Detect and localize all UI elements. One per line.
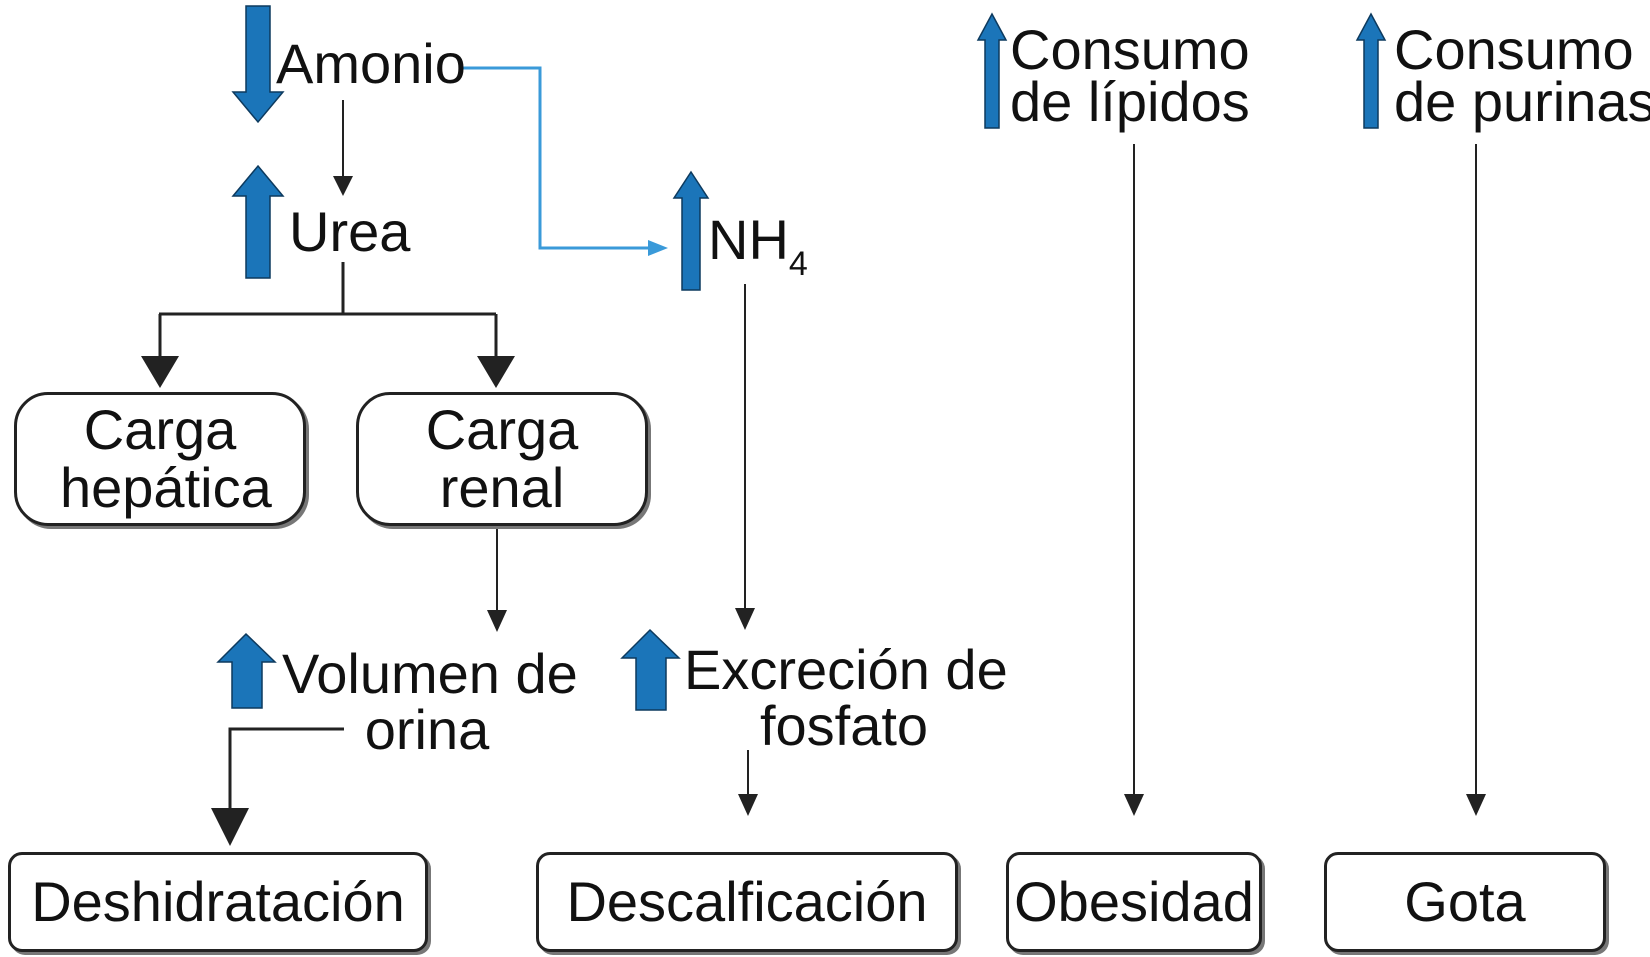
blue-up-arrow-icon <box>231 164 285 279</box>
node-carga-hepatica: Carga hepática <box>14 392 306 526</box>
blue-up-arrow-icon <box>620 628 681 711</box>
link-amonio-to-nh4 <box>462 66 648 250</box>
arrowhead-excrecion-to-descalficacion <box>738 794 758 816</box>
arrowhead-to-carga-renal <box>477 356 515 388</box>
arrowhead-lipidos-to-obesidad <box>1124 794 1144 816</box>
outcome-gota-label: Gota <box>1404 870 1526 933</box>
blue-down-arrow-icon <box>231 5 285 124</box>
blue-up-arrow-icon <box>672 170 710 291</box>
outcome-deshidratacion-label: Deshidratación <box>31 870 405 933</box>
label-nh4: NH4 <box>708 212 808 284</box>
blue-up-arrow-icon <box>976 12 1008 129</box>
node-carga-hepatica-label: Carga hepática <box>60 398 272 519</box>
blue-up-arrow-icon <box>216 632 277 709</box>
arrowhead-to-deshidratacion <box>211 808 249 846</box>
arrowhead-renal-to-volumen <box>487 610 507 632</box>
label-consumo-lipidos-line2: de lípidos <box>1010 70 1250 133</box>
outcome-descalficacion-label: Descalficación <box>566 870 928 933</box>
outcome-deshidratacion: Deshidratación <box>8 852 428 952</box>
arrowhead-purinas-to-gota <box>1466 794 1486 816</box>
arrowhead-amonio-to-urea <box>333 176 353 196</box>
node-carga-renal-label: Carga renal <box>425 398 579 519</box>
label-consumo-lipidos-line1: Consumo <box>1010 18 1250 81</box>
label-excrecion-fosfato-line2: fosfato <box>759 694 929 757</box>
label-consumo-purinas-line1: Consumo <box>1394 18 1634 81</box>
label-nh4-subscript: 4 <box>788 245 808 283</box>
label-urea: Urea <box>289 200 411 263</box>
label-volumen-orina-line2: orina <box>364 698 490 761</box>
label-volumen-orina-line1: Volumen de <box>282 642 578 705</box>
outcome-descalficacion: Descalficación <box>536 852 958 952</box>
blue-up-arrow-icon <box>1355 12 1387 129</box>
outcome-obesidad-label: Obesidad <box>1014 870 1254 933</box>
outcome-obesidad: Obesidad <box>1006 852 1262 952</box>
label-consumo-purinas-line2: de purinas <box>1394 70 1650 133</box>
label-nh4-main: NH <box>708 208 789 271</box>
arrowhead-to-carga-hepatica <box>141 356 179 388</box>
outcome-gota: Gota <box>1324 852 1606 952</box>
arrowhead-nh4-to-excrecion <box>735 608 755 630</box>
arrowhead-amonio-to-nh4 <box>648 240 668 256</box>
node-carga-renal: Carga renal <box>356 392 648 526</box>
line-volumen-to-deshidratacion <box>228 727 344 808</box>
label-excrecion-fosfato-line1: Excreción de <box>684 638 1008 701</box>
label-amonio: Amonio <box>276 32 466 95</box>
